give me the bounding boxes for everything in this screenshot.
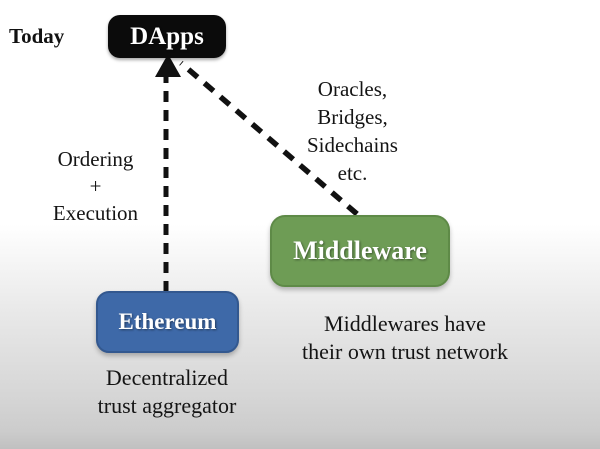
caption-line: trust aggregator	[97, 393, 237, 418]
node-middleware-label: Middleware	[293, 236, 427, 265]
caption-line: Middlewares have	[324, 311, 486, 336]
today-label: Today	[9, 24, 65, 48]
node-middleware: Middleware	[270, 215, 450, 287]
caption-line: Decentralized	[105, 365, 229, 390]
node-ethereum-label: Ethereum	[118, 309, 217, 334]
edge-label-line: Oracles,	[317, 77, 388, 101]
edge-label-line: Ordering	[57, 147, 134, 171]
edge-label-line: etc.	[337, 161, 368, 185]
caption-middleware: Middlewares have their own trust network	[283, 310, 527, 366]
node-dapps: DApps	[108, 15, 226, 58]
node-ethereum: Ethereum	[96, 291, 239, 353]
caption-ethereum: Decentralized trust aggregator	[57, 364, 277, 420]
caption-line: their own trust network	[302, 339, 508, 364]
edge-label-line: Sidechains	[307, 133, 398, 157]
edge-label-line: Execution	[52, 201, 139, 225]
edge-label-line: Bridges,	[317, 105, 388, 129]
node-dapps-label: DApps	[130, 22, 204, 50]
edge-label-line: +	[89, 174, 102, 198]
edge-label-oracles-bridges: Oracles, Bridges, Sidechains etc.	[290, 75, 415, 187]
edge-label-ordering-execution: Ordering + Execution	[38, 146, 153, 227]
